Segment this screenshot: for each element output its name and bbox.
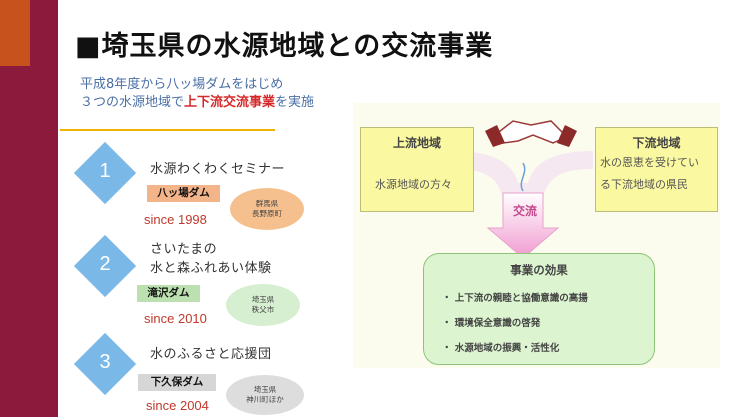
step-3-since: since 2004 (146, 398, 209, 413)
exchange-arrow (486, 192, 560, 259)
upstream-title: 上流地域 (392, 136, 441, 150)
downstream-text-line-1: 水の恩恵を受けてい (600, 156, 699, 169)
step-3-title: 水のふるさと応援団 (150, 347, 272, 362)
step-3-place-line-1: 埼玉県 (253, 385, 277, 394)
step-2-number: 2 (99, 253, 111, 275)
flow-graphic (453, 120, 593, 259)
effect-item: ・ 上下流の親睦と協働意識の高揚 (442, 293, 588, 304)
effects-title: 事業の効果 (510, 263, 568, 277)
flow-band (453, 151, 593, 198)
slide-title: ■埼玉県の水源地域との交流事業 (75, 31, 494, 62)
step-3-place-line-2: 神川町ほか (246, 395, 284, 404)
step-2-place-line-1: 埼玉県 (251, 295, 275, 304)
effect-item: ・ 水源地域の振興・活性化 (442, 343, 560, 354)
step-1-since: since 1998 (144, 212, 207, 227)
effect-item: ・ 環境保全意識の啓発 (442, 318, 541, 329)
downstream-text-line-2: る下流地域の県民 (600, 178, 688, 191)
step-2-place: 埼玉県秩父市 (226, 284, 300, 326)
step-1-title: 水源わくわくセミナー (150, 162, 286, 177)
step-2-place-line-2: 秩父市 (251, 305, 275, 314)
upstream-box: 上流地域 水源地域の方々 (360, 127, 474, 212)
upstream-text: 水源地域の方々 (375, 178, 452, 191)
step-1-number: 1 (99, 160, 111, 182)
intro-text: 平成8年度から八ッ場ダムをはじめ ３つの水源地域で上下流交流事業を実施 (80, 76, 314, 112)
downstream-title: 下流地域 (632, 136, 681, 150)
intro-line-2: ３つの水源地域で上下流交流事業を実施 (80, 94, 314, 112)
sidebar-accent (0, 0, 30, 66)
step-2-title-line-1: さいたまの (150, 242, 218, 257)
step-2-dam: 滝沢ダム (137, 285, 200, 302)
intro-divider (60, 129, 275, 131)
step-1-place: 群馬県長野原町 (230, 188, 304, 230)
step-1-place-line-1: 群馬県 (255, 199, 279, 208)
step-1-place-line-2: 長野原町 (252, 209, 282, 218)
intro-suffix: を実施 (275, 95, 315, 110)
step-3-place: 埼玉県神川町ほか (226, 375, 304, 415)
effects-box: 事業の効果 ・ 上下流の親睦と協働意識の高揚 ・ 環境保全意識の啓発 ・ 水源地… (423, 253, 655, 365)
sidebar-band (0, 0, 58, 417)
exchange-label: 交流 (513, 204, 538, 218)
step-3-number: 3 (99, 351, 111, 373)
intro-line-1: 平成8年度から八ッ場ダムをはじめ (80, 77, 284, 92)
water-flow-line (520, 162, 526, 192)
intro-highlight: 上下流交流事業 (184, 95, 276, 110)
step-2-title: さいたまの 水と森ふれあい体験 (150, 240, 272, 278)
step-2-since: since 2010 (144, 311, 207, 326)
intro-prefix: ３つの水源地域で (80, 95, 185, 110)
downstream-box: 下流地域 水の恩恵を受けてい る下流地域の県民 (595, 127, 718, 212)
step-3-dam: 下久保ダム (138, 374, 216, 391)
handshake-icon (485, 120, 577, 147)
step-2-title-line-2: 水と森ふれあい体験 (150, 261, 272, 276)
step-1-dam: 八ッ場ダム (147, 185, 220, 202)
downstream-text: 水の恩恵を受けてい る下流地域の県民 (600, 152, 699, 196)
